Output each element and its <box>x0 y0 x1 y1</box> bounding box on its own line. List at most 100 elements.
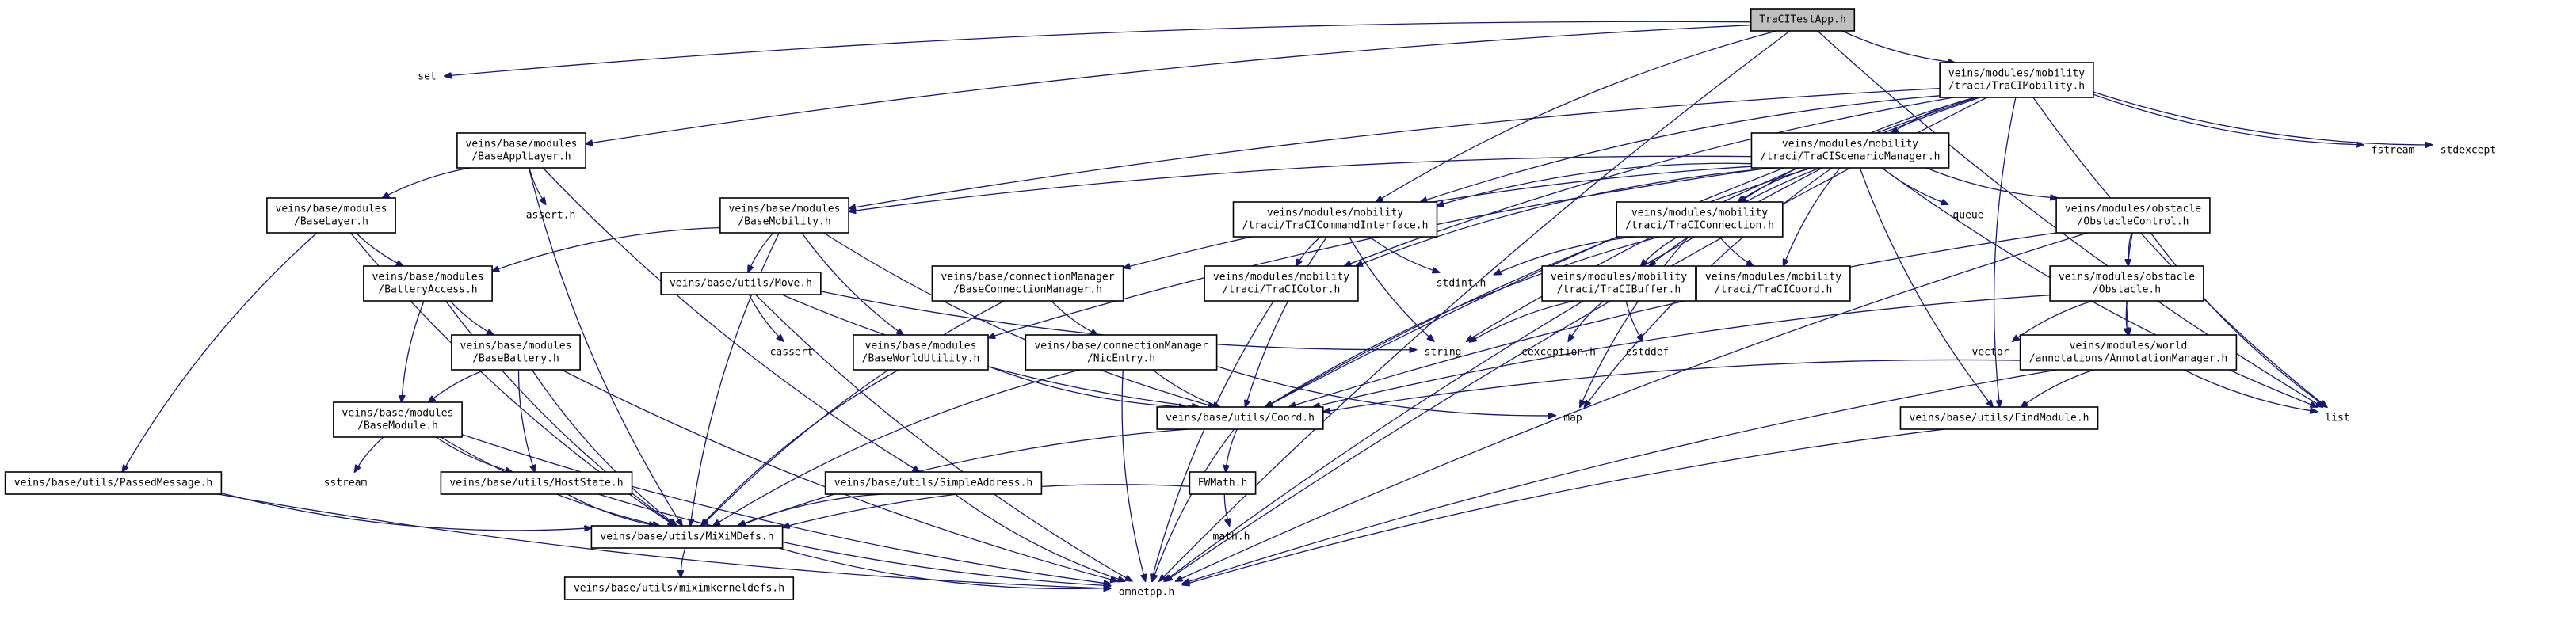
graph-node[interactable]: math.h <box>1213 531 1250 543</box>
graph-node[interactable]: cexception.h <box>1521 347 1596 359</box>
dependency-edge <box>1859 167 1993 407</box>
graph-node[interactable]: veins/base/modules/BaseBattery.h <box>451 334 581 371</box>
graph-node[interactable]: cstddef <box>1626 347 1670 359</box>
dependency-edge <box>597 493 1110 586</box>
graph-node[interactable]: map <box>1563 413 1582 424</box>
graph-node[interactable]: veins/base/utils/PassedMessage.h <box>4 471 223 495</box>
dependency-edge <box>690 232 780 526</box>
node-label: vector <box>1972 347 2009 359</box>
node-box <box>1189 471 1257 495</box>
graph-node[interactable]: veins/modules/mobility/traci/TraCICoord.… <box>1696 265 1851 302</box>
dependency-edge <box>2126 300 2128 335</box>
node-label: /ObstacleControl.h <box>2078 216 2189 228</box>
graph-node[interactable]: veins/base/utils/HostState.h <box>440 471 633 495</box>
node-label: /traci/TraCICommandInterface.h <box>1242 220 1429 232</box>
graph-node[interactable]: vector <box>1972 347 2009 359</box>
graph-node[interactable]: cassert <box>770 347 814 359</box>
node-label: omnetpp.h <box>1119 587 1174 599</box>
node-label: veins/base/utils/MiXiMDefs.h <box>600 531 773 543</box>
dependency-edge <box>1121 369 1145 581</box>
node-label: /BaseLayer.h <box>294 216 368 228</box>
node-label: map <box>1563 413 1582 424</box>
dependency-edge <box>987 365 1186 408</box>
node-label: stdint.h <box>1437 278 1486 290</box>
graph-node[interactable]: fstream <box>2372 145 2415 157</box>
graph-node[interactable]: veins/base/modules/BaseWorldUtility.h <box>853 334 989 371</box>
graph-node[interactable]: veins/base/utils/miximkerneldefs.h <box>563 576 795 600</box>
dependency-edge <box>221 493 591 531</box>
node-label: veins/base/modules <box>372 272 484 283</box>
node-box <box>1232 201 1438 238</box>
node-box <box>931 265 1124 302</box>
node-box <box>660 272 822 295</box>
graph-node[interactable]: stdexcept <box>2441 145 2496 157</box>
node-label: /BaseWorldUtility.h <box>862 353 980 365</box>
graph-node[interactable]: veins/base/utils/Coord.h <box>1156 406 1324 430</box>
dependency-edge <box>402 300 425 402</box>
dependency-edge <box>1891 97 1976 133</box>
graph-node[interactable]: veins/modules/mobility/traci/TraCIComman… <box>1232 201 1438 238</box>
dependency-edge <box>1166 97 1987 581</box>
graph-node[interactable]: veins/base/modules/BaseModule.h <box>333 401 463 438</box>
node-label: assert.h <box>526 210 576 222</box>
dependency-edge <box>738 493 883 526</box>
node-label: /NicEntry.h <box>1087 353 1155 365</box>
graph-node[interactable]: veins/base/modules/BatteryAccess.h <box>363 265 493 302</box>
dependency-edge <box>492 226 720 272</box>
dependency-edge <box>1841 30 1955 63</box>
graph-node[interactable]: veins/modules/obstacle/ObstacleControl.h <box>2055 197 2211 234</box>
dependency-edge <box>1216 365 1556 416</box>
node-label: veins/base/modules <box>466 139 578 150</box>
graph-node[interactable]: list <box>2325 413 2349 424</box>
node-box <box>4 471 223 495</box>
graph-node[interactable]: veins/base/connectionManager/NicEntry.h <box>1025 334 1218 371</box>
graph-node[interactable]: veins/base/modules/BaseApplLayer.h <box>456 132 586 169</box>
dependency-edge <box>567 493 656 526</box>
graph-node[interactable]: veins/modules/mobility/traci/TraCIMobili… <box>1939 62 2094 98</box>
graph-node[interactable]: veins/base/utils/Move.h <box>660 272 822 295</box>
node-label: /traci/TraCIColor.h <box>1223 284 1341 296</box>
node-label: veins/modules/mobility <box>1267 207 1403 219</box>
graph-node[interactable]: string <box>1425 347 1462 359</box>
node-label: /annotations/AnnotationManager.h <box>2029 353 2227 365</box>
dependency-edge <box>531 369 677 526</box>
dependency-edge <box>1580 236 1689 407</box>
dependency-edge <box>382 167 471 198</box>
graph-node[interactable]: veins/modules/mobility/traci/TraCIConnec… <box>1616 201 1784 238</box>
dependency-edge <box>1470 300 1575 342</box>
node-box <box>1204 265 1359 302</box>
graph-node[interactable]: TraCITestApp.h <box>1750 8 1856 32</box>
graph-node[interactable]: veins/modules/world/annotations/Annotati… <box>2019 334 2238 371</box>
dependency-edge <box>801 232 903 335</box>
node-label: /Obstacle.h <box>2093 284 2161 296</box>
graph-node[interactable]: veins/base/utils/FindModule.h <box>1899 406 2099 430</box>
graph-node[interactable]: stdint.h <box>1437 278 1486 290</box>
dependency-edge <box>122 232 318 472</box>
graph-node[interactable]: omnetpp.h <box>1119 587 1174 599</box>
graph-node[interactable]: veins/modules/mobility/traci/TraCIBuffer… <box>1541 265 1696 302</box>
graph-node[interactable]: FWMath.h <box>1189 471 1257 495</box>
node-label: veins/base/utils/FindModule.h <box>1910 413 2089 424</box>
dependency-edge <box>748 294 783 341</box>
dependency-edge <box>2093 93 2363 145</box>
graph-node[interactable]: assert.h <box>526 210 576 222</box>
dependency-edge <box>1494 236 1635 275</box>
node-label: veins/modules/obstacle <box>2065 204 2201 215</box>
graph-node[interactable]: veins/modules/obstacle/Obstacle.h <box>2049 265 2204 302</box>
dependency-edge <box>748 232 774 272</box>
graph-node[interactable]: veins/base/utils/SimpleAddress.h <box>824 471 1043 495</box>
graph-node[interactable]: veins/base/modules/BaseLayer.h <box>266 197 396 234</box>
dependency-edge <box>849 88 1941 208</box>
graph-node[interactable]: veins/base/utils/MiXiMDefs.h <box>590 525 784 549</box>
graph-node[interactable]: queue <box>1952 210 1983 222</box>
graph-node[interactable]: veins/modules/mobility/traci/TraCIColor.… <box>1204 265 1359 302</box>
dependency-edge <box>1368 236 1439 272</box>
graph-node[interactable]: veins/base/connectionManager/BaseConnect… <box>931 265 1124 302</box>
graph-node[interactable]: veins/base/modules/BaseMobility.h <box>719 197 849 234</box>
graph-node[interactable]: sstream <box>324 478 368 489</box>
node-label: veins/modules/obstacle <box>2059 272 2195 283</box>
graph-node[interactable]: veins/modules/mobility/traci/TraCIScenar… <box>1750 132 1950 169</box>
graph-node[interactable]: set <box>418 71 436 83</box>
node-label: queue <box>1952 210 1983 222</box>
